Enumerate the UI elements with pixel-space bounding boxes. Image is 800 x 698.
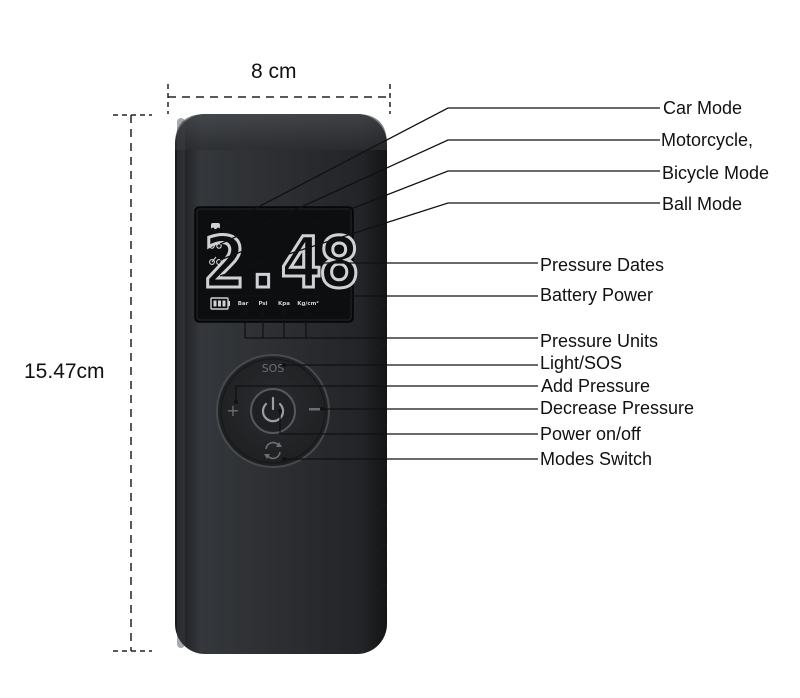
car-mode-icon xyxy=(211,223,220,231)
leader-car-mode xyxy=(219,107,660,228)
height-label: 15.47cm xyxy=(24,360,105,383)
decrease-pressure-button[interactable] xyxy=(309,408,321,411)
leader-add-pressure xyxy=(235,385,538,402)
callout-motorcycle: Motorcycle, xyxy=(661,130,754,150)
sos-icon: SOS xyxy=(262,362,285,375)
callout-pressure-units: Pressure Units xyxy=(540,331,659,351)
motorcycle-mode-icon xyxy=(209,240,222,249)
callout-add-pressure: Add Pressure xyxy=(541,376,651,396)
unit-kpa: Kpa xyxy=(278,301,290,307)
callout-car-mode: Car Mode xyxy=(663,98,743,118)
callout-battery-power: Battery Power xyxy=(540,285,654,305)
light-sos-button[interactable]: SOS xyxy=(262,362,285,375)
callout-light-sos: Light/SOS xyxy=(540,353,623,373)
unit-kgcm2: Kg/cm² xyxy=(297,300,319,307)
unit-psi: Psi xyxy=(258,301,267,307)
cycle-icon xyxy=(264,441,282,460)
leader-motorcycle xyxy=(219,139,660,245)
unit-bar: Bar xyxy=(238,301,249,307)
lcd-screen xyxy=(194,206,354,323)
callout-pressure-dates: Pressure Dates xyxy=(540,255,665,275)
width-label: 8 cm xyxy=(251,60,297,83)
callout-ball-mode: Ball Mode xyxy=(662,194,743,214)
add-pressure-button[interactable]: + xyxy=(226,401,239,420)
battery-icon xyxy=(210,297,230,310)
power-button[interactable] xyxy=(250,388,296,434)
callout-bicycle-mode: Bicycle Mode xyxy=(662,163,770,183)
pressure-unit-labels: Bar Psi Kpa Kg/cm² xyxy=(238,300,320,307)
power-icon xyxy=(261,396,285,423)
leader-bicycle xyxy=(219,170,660,261)
minus-icon xyxy=(309,408,321,411)
width-dimension xyxy=(167,84,391,114)
modes-switch-button[interactable] xyxy=(264,441,282,460)
leader-ball xyxy=(219,202,660,277)
plus-icon: + xyxy=(226,401,239,420)
height-dimension xyxy=(113,114,152,652)
leader-power xyxy=(279,411,538,435)
leader-dots xyxy=(228,261,324,461)
callout-power-on-off: Power on/off xyxy=(540,424,641,444)
ball-mode-icon xyxy=(210,273,220,283)
bicycle-mode-icon xyxy=(209,256,222,265)
callout-decrease-pressure: Decrease Pressure xyxy=(540,398,695,418)
leader-lines xyxy=(219,107,660,460)
callout-modes-switch: Modes Switch xyxy=(540,449,653,469)
